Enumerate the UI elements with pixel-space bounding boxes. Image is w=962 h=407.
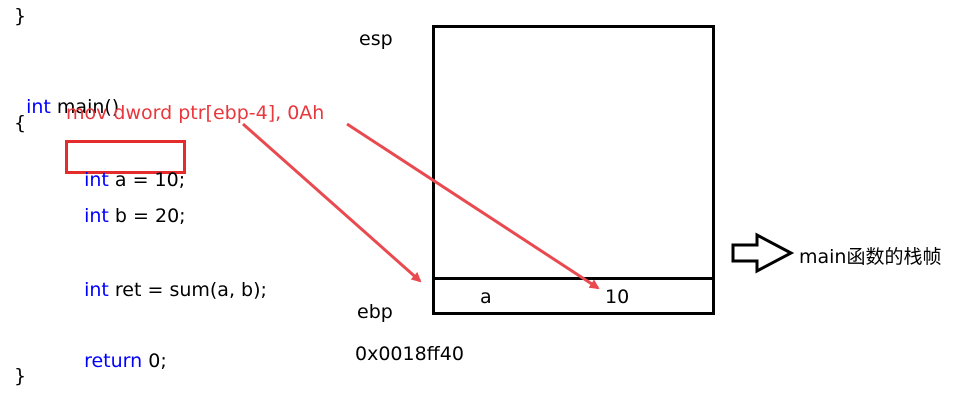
code-line-main: int main() [14,74,119,118]
code-line-ret: int ret = sum(a, b); [72,257,267,301]
arrow-to-value [346,122,600,290]
code-brace-close-top: } [14,5,27,27]
code-line-return: return 0; [72,328,167,372]
stack-cell-value: 10 [605,286,630,308]
keyword-int: int [84,169,109,191]
code-brace-open: { [14,112,27,134]
stack-cell-var: a [480,286,492,308]
main-signature: main() [50,96,120,118]
keyword-int: int [26,96,51,118]
ebp-address: 0x0018ff40 [355,343,464,365]
stack-frame [432,25,715,315]
highlight-box [65,140,186,174]
ebp-label: ebp [357,301,393,323]
keyword-return: return [84,350,143,372]
code-line-b: int b = 20; [72,183,186,227]
esp-label: esp [359,28,393,50]
stack-cell-divider [435,277,712,280]
frame-label: main函数的栈帧 [799,246,942,268]
hollow-arrow-icon [731,232,795,274]
code-brace-close-bottom: } [14,365,27,387]
line-b-rest: b = 20; [108,205,186,227]
keyword-int: int [84,279,109,301]
code-line-a: int a = 10; [72,147,185,191]
keyword-int: int [84,205,109,227]
arrow-to-ebp [242,122,422,283]
return-rest: 0; [142,350,167,372]
line-a-rest: a = 10; [108,169,186,191]
line-ret-rest: ret = sum(a, b); [108,279,267,301]
asm-annotation: mov dword ptr[ebp-4], 0Ah [66,102,325,124]
